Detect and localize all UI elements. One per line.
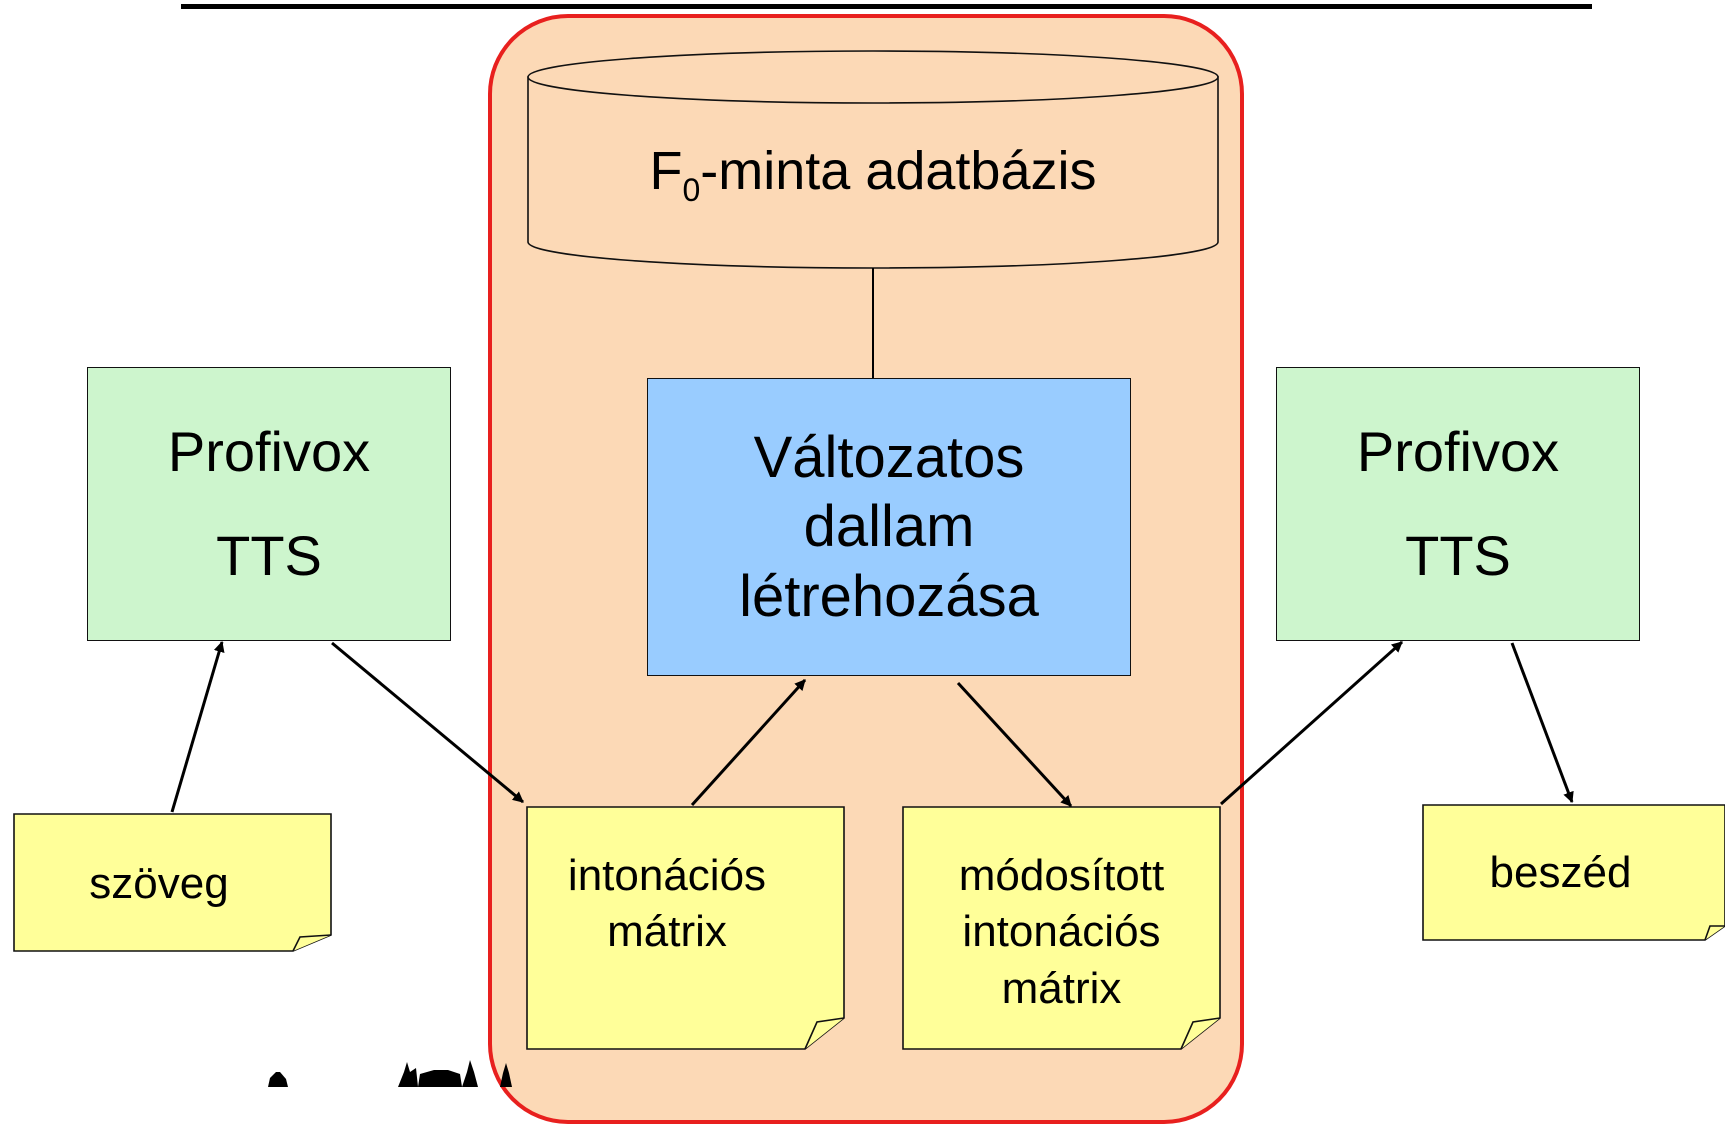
modified-matrix-line3: mátrix: [1001, 963, 1122, 1013]
left-tts-line1: Profivox: [167, 420, 371, 484]
intonation-matrix-line1: intonációs: [567, 851, 767, 900]
note-text-input-label: szöveg: [14, 856, 304, 912]
generator-line1: Változatos: [753, 425, 1025, 491]
database-label-subscript: 0: [682, 172, 701, 208]
note-text-input-shape: [13, 813, 332, 952]
note-speech-output-shape: [1422, 804, 1725, 941]
modified-matrix-line1: módosított: [958, 851, 1165, 900]
right-tts-line1: Profivox: [1356, 420, 1560, 484]
arrow-generator-to-modified: [956, 681, 1073, 808]
arrow-text-to-left-tts: [170, 640, 225, 813]
generator-line2: dallam: [803, 494, 975, 560]
left-tts-box: Profivox TTS: [87, 367, 451, 641]
database-cylinder: [527, 50, 1219, 269]
generator-line3: létrehozása: [739, 563, 1039, 629]
intonation-matrix-line2: mátrix: [607, 907, 727, 957]
database-label-main: F: [649, 141, 683, 201]
melody-generator-box: Változatos dallam létrehozása: [647, 378, 1131, 676]
arrow-modified-to-right-tts: [1219, 640, 1404, 806]
diagram-canvas: [13, 50, 1725, 1087]
text-input-label: szöveg: [89, 859, 229, 908]
note-intonation-matrix-label: intonációs mátrix: [527, 848, 807, 961]
arrow-matrix-to-generator: [690, 678, 807, 807]
note-speech-output-label: beszéd: [1423, 845, 1698, 901]
database-label-rest: -minta adatbázis: [700, 141, 1097, 201]
note-modified-matrix-shape: [902, 806, 1221, 1050]
top-rule: [181, 4, 1592, 9]
university-logo: [268, 1060, 512, 1087]
arrow-left-tts-to-matrix: [331, 641, 524, 804]
speech-output-label: beszéd: [1489, 848, 1632, 897]
note-modified-matrix-label: módosított intonációs mátrix: [903, 848, 1220, 1017]
left-tts-line2: TTS: [216, 524, 322, 587]
right-tts-box: Profivox TTS: [1276, 367, 1640, 641]
note-intonation-matrix-shape: [526, 806, 845, 1050]
modified-matrix-line2: intonációs: [962, 907, 1161, 957]
database-label: F0-minta adatbázis: [528, 140, 1218, 209]
right-tts-line2: TTS: [1405, 524, 1511, 587]
arrow-right-tts-to-speech: [1510, 642, 1574, 804]
